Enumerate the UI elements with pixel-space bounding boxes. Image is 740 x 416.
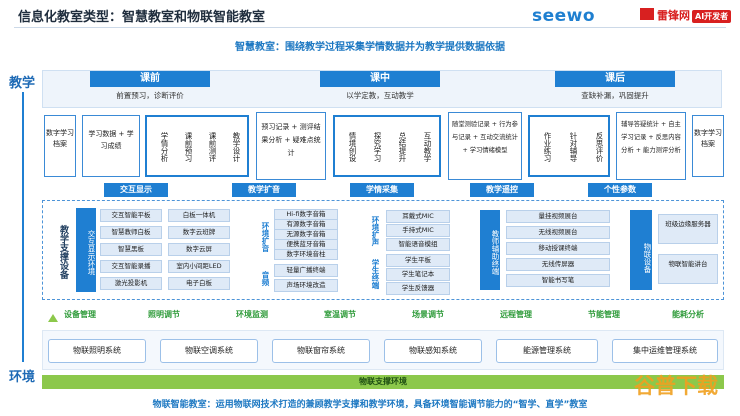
teacher-terminal-label: 教师辅助终端 bbox=[480, 210, 500, 290]
phase-pre: 课前 bbox=[90, 71, 210, 87]
interactive-device-3: 智慧黑板 bbox=[100, 243, 162, 256]
collect-device-4: 学生平板 bbox=[386, 254, 450, 267]
systems-band bbox=[42, 330, 724, 370]
tag-interactive-display: 交互显示 bbox=[104, 183, 168, 197]
post-item-1: 作业练习 bbox=[543, 132, 552, 162]
post-item-2: 针对辅导 bbox=[569, 132, 578, 162]
system-4: 物联感知系统 bbox=[384, 339, 482, 363]
seewo-logo: seewo bbox=[532, 6, 596, 26]
remote-device-4: 无线传屏器 bbox=[506, 258, 610, 271]
watermark-text: 谷普下载 bbox=[634, 374, 718, 398]
left-axis-line bbox=[22, 92, 24, 362]
tag-teaching-amplify: 教学扩音 bbox=[232, 183, 296, 197]
post-class-data-2: 辅导答疑统计 + 自主学习记录 + 反思内容分析 + 能力测评分析 bbox=[616, 112, 686, 180]
smart-classroom-subtitle: 智慧教室：围绕教学过程采集学情数据并为教学提供数据依据 bbox=[235, 42, 505, 53]
system-3: 物联窗帘系统 bbox=[272, 339, 370, 363]
post-class-group bbox=[528, 115, 610, 177]
audio-device-5: 数字环境音柱 bbox=[274, 249, 338, 260]
env-tag-2: 照明调节 bbox=[148, 310, 180, 319]
system-2: 物联空调系统 bbox=[160, 339, 258, 363]
audio-env-label: 环境扩音 bbox=[261, 222, 270, 252]
up-arrow-icon bbox=[48, 312, 58, 322]
iot-device-label: 物联设备 bbox=[630, 210, 652, 290]
tag-teaching-remote: 教学遥控 bbox=[470, 183, 534, 197]
interactive-device-9: 室内小间距LED bbox=[168, 260, 230, 273]
interactive-device-6: 白板一体机 bbox=[168, 209, 230, 222]
system-5: 能源管理系统 bbox=[496, 339, 598, 363]
interactive-device-4: 交互智能录播 bbox=[100, 260, 162, 273]
remote-device-1: 量挂视频展台 bbox=[506, 210, 610, 223]
data-archive-left: 数字学习档案 bbox=[44, 115, 76, 177]
iot-device-1: 班级边缘服务器 bbox=[658, 214, 718, 244]
interactive-device-7: 数字云班牌 bbox=[168, 226, 230, 239]
leifeng-badge: AI开发者 bbox=[692, 10, 732, 23]
iot-classroom-description: 物联智能教室：运用物联网技术打造的兼顾教学支撑和教学环境，具备环境智能调节能力的… bbox=[152, 400, 588, 410]
audio-label: 音频 bbox=[261, 270, 270, 286]
collect-device-1: 耳戴式MIC bbox=[386, 210, 450, 223]
phase-mid-name: 课中 bbox=[370, 73, 390, 84]
pre-item-3: 课前测评 bbox=[208, 132, 217, 162]
phase-mid: 课中 bbox=[320, 71, 440, 87]
pre-class-data: 学习数据 + 学习成绩 bbox=[82, 115, 140, 177]
collect-device-2: 手持式MIC bbox=[386, 224, 450, 237]
side-label-environment: 环境 bbox=[9, 370, 36, 385]
env-tag-5: 场景调节 bbox=[412, 310, 444, 319]
phase-post-name: 课后 bbox=[605, 73, 625, 84]
mid-class-data: 预习记录 + 测评结果分析 + 疑难点统计 bbox=[256, 112, 326, 180]
system-1: 物联照明系统 bbox=[48, 339, 146, 363]
env-tag-3: 环境监测 bbox=[236, 310, 268, 319]
interactive-device-8: 数字云屏 bbox=[168, 243, 230, 256]
student-terminal-label: 学生终端 bbox=[371, 259, 380, 289]
iot-device-2: 物联智能讲台 bbox=[658, 254, 718, 284]
leifeng-name: 雷锋网 bbox=[657, 9, 690, 22]
remote-device-5: 智能书写笔 bbox=[506, 274, 610, 287]
phase-mid-desc: 以学定教，互动教学 bbox=[346, 91, 414, 100]
page-title: 信息化教室类型：智慧教室和物联智能教室 bbox=[18, 10, 266, 25]
collect-device-3: 智能语音模组 bbox=[386, 238, 450, 251]
pre-item-2: 课前预习 bbox=[184, 132, 193, 162]
collect-device-6: 学生反馈器 bbox=[386, 282, 450, 295]
env-tag-1: 设备管理 bbox=[64, 310, 96, 319]
audio-device-6: 轻量广播终端 bbox=[274, 264, 338, 277]
phase-post-desc: 查缺补漏，巩固提升 bbox=[581, 91, 649, 100]
pre-class-group bbox=[145, 115, 249, 177]
mid-item-2: 探究学习 bbox=[373, 132, 382, 162]
env-tag-4: 室温调节 bbox=[324, 310, 356, 319]
leifeng-logo-icon bbox=[640, 8, 654, 20]
env-tag-6: 远程管理 bbox=[500, 310, 532, 319]
header-divider bbox=[14, 27, 726, 28]
interactive-device-10: 电子白板 bbox=[168, 277, 230, 290]
phase-post: 课后 bbox=[555, 71, 675, 87]
remote-device-2: 无线视频展台 bbox=[506, 226, 610, 239]
support-devices-title: 教学支撑设备 bbox=[58, 225, 68, 279]
collect-device-5: 学生笔记本 bbox=[386, 268, 450, 281]
phase-pre-name: 课前 bbox=[140, 73, 160, 84]
remote-device-3: 移动授课终端 bbox=[506, 242, 610, 255]
tag-learning-collect: 学情采集 bbox=[350, 183, 414, 197]
audio-device-7: 声场环境改造 bbox=[274, 279, 338, 292]
interactive-device-2: 智慧教师白板 bbox=[100, 226, 162, 239]
side-label-teaching: 教学 bbox=[9, 76, 36, 91]
phase-pre-desc: 前置预习，诊断评价 bbox=[116, 91, 184, 100]
env-tag-7: 节能管理 bbox=[588, 310, 620, 319]
collect-env-label: 环境扩声 bbox=[371, 216, 380, 246]
iot-support-bar: 物联支撑环境 bbox=[42, 375, 724, 389]
mid-class-group bbox=[333, 115, 441, 177]
data-archive-right: 数字学习档案 bbox=[692, 115, 724, 177]
interactive-env-label: 交互显示环境 bbox=[76, 208, 96, 292]
tag-personal-params: 个性参数 bbox=[588, 183, 652, 197]
system-6: 集中运维管理系统 bbox=[612, 339, 718, 363]
interactive-device-5: 激光投影机 bbox=[100, 277, 162, 290]
pre-item-1: 学情分析 bbox=[160, 132, 169, 162]
pre-item-4: 教学设计 bbox=[232, 132, 241, 162]
mid-item-4: 互动教学 bbox=[423, 132, 432, 162]
env-tags-row: 设备管理 照明调节 环境监测 室温调节 场景调节 远程管理 节能管理 能耗分析 bbox=[42, 305, 724, 329]
mid-item-3: 总结提升 bbox=[398, 132, 407, 162]
env-tag-8: 能耗分析 bbox=[672, 310, 704, 319]
post-item-3: 反思评价 bbox=[595, 132, 604, 162]
post-class-data: 随堂测验记录 + 行为参与记录 + 互动交流统计 + 学习情绪模型 bbox=[448, 112, 522, 180]
mid-item-1: 情境创设 bbox=[348, 132, 357, 162]
interactive-device-1: 交互智能平板 bbox=[100, 209, 162, 222]
